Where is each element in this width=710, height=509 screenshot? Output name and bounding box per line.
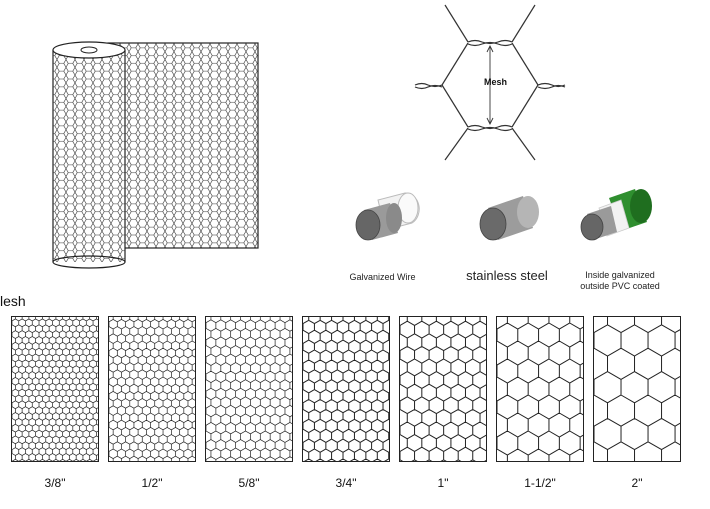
mesh-hex-grid-4 — [400, 317, 486, 461]
mesh-size-label-5: 1-1/2" — [524, 476, 556, 490]
stainless-steel-icon — [479, 196, 539, 241]
pvc-coated-label: Inside galvanized outside PVC coated — [565, 270, 675, 292]
mesh-pattern-1 — [109, 317, 195, 461]
section-label: lesh — [0, 293, 26, 309]
mesh-pattern-6 — [594, 317, 680, 461]
mesh-panel-6 — [593, 316, 681, 462]
mesh-panel-5 — [496, 316, 584, 462]
mesh-pattern-3 — [303, 317, 389, 461]
mesh-size-label-1: 1/2" — [141, 476, 163, 490]
mesh-pattern-2 — [206, 317, 292, 461]
mesh-size-label-2: 5/8" — [238, 476, 260, 490]
mesh-panel-0 — [11, 316, 99, 462]
mesh-hex-grid-2 — [206, 317, 292, 461]
mesh-panel-3 — [302, 316, 390, 462]
mesh-size-label-3: 3/4" — [335, 476, 357, 490]
mesh-dimension-label: Mesh — [484, 77, 508, 87]
pvc-coated-wire-icon — [580, 189, 652, 241]
mesh-hex-grid-0 — [12, 317, 98, 461]
mesh-panel-4 — [399, 316, 487, 462]
galvanized-wire-label: Galvanized Wire — [349, 272, 416, 282]
galvanized-wire-icon — [355, 192, 420, 241]
pvc-coated-label-line2: outside PVC coated — [580, 281, 660, 291]
mesh-roll-illustration — [52, 41, 259, 269]
mesh-size-label-6: 2" — [631, 476, 643, 490]
mesh-hexagon-detail — [414, 4, 566, 161]
mesh-size-label-4: 1" — [437, 476, 449, 490]
mesh-panel-1 — [108, 316, 196, 462]
mesh-pattern-0 — [12, 317, 98, 461]
stainless-steel-label: stainless steel — [466, 268, 548, 283]
pvc-coated-label-line1: Inside galvanized — [585, 270, 655, 280]
mesh-panel-2 — [205, 316, 293, 462]
mesh-pattern-5 — [497, 317, 583, 461]
mesh-hex-grid-5 — [497, 317, 583, 461]
mesh-hex-grid-1 — [109, 317, 195, 461]
mesh-hex-grid-3 — [303, 317, 389, 461]
mesh-size-label-0: 3/8" — [44, 476, 66, 490]
mesh-hex-grid-6 — [594, 317, 680, 461]
mesh-pattern-4 — [400, 317, 486, 461]
